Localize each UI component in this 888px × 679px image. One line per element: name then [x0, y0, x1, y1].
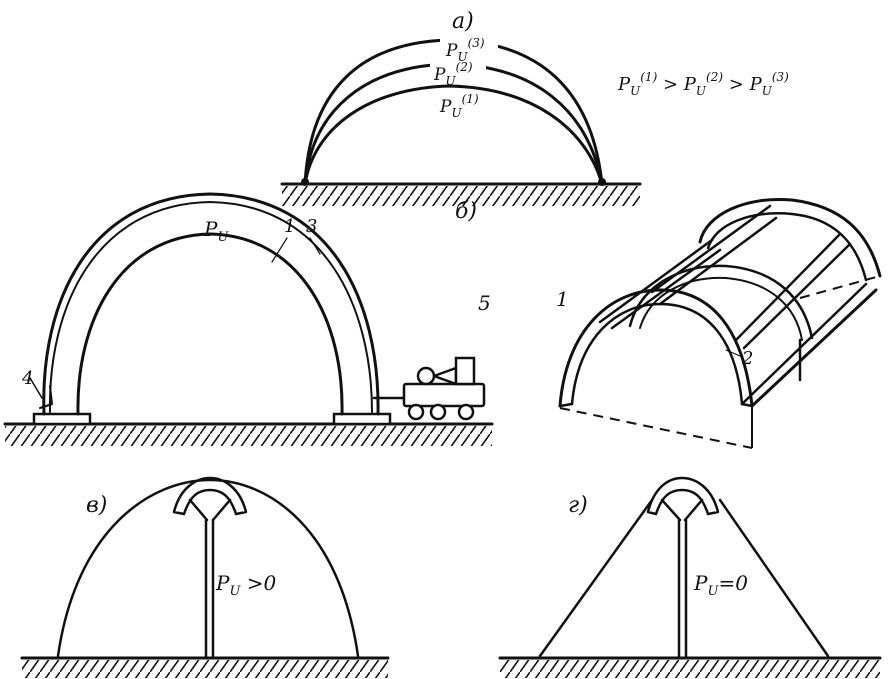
callout-3: 3	[306, 216, 317, 237]
wheel-3	[457, 403, 475, 421]
arch-foot-right	[598, 178, 606, 186]
mast-head-g	[646, 476, 720, 516]
ground-hatch-b	[5, 426, 492, 446]
frame-base-back	[799, 275, 881, 299]
tunnel-frame: 1 2	[556, 197, 882, 449]
pressure-label-b: PU	[203, 217, 229, 245]
arch-foot-left	[301, 178, 309, 186]
arch-inner-skin	[76, 232, 344, 416]
foundation-right	[332, 412, 392, 426]
ground-hatch-v	[22, 660, 388, 678]
motor	[416, 366, 436, 386]
panel-b: б) PU 1 3 4 5	[3, 192, 494, 446]
callout-5: 5	[478, 291, 491, 315]
arch-outer-skin	[42, 192, 380, 416]
panel-b-label: б)	[455, 199, 477, 224]
frame-front-arch-inner	[570, 302, 744, 406]
dome-envelope-v	[56, 478, 360, 658]
callout-2: 2	[741, 348, 753, 369]
arch-p1	[303, 84, 604, 186]
callout-1-frame: 1	[556, 287, 569, 311]
panel-g: г) PU=0	[498, 476, 882, 678]
wheel-1	[407, 403, 425, 421]
panel-v-label: в)	[86, 493, 107, 518]
blower-unit	[372, 356, 486, 421]
panel-v: в) PU >0	[20, 476, 390, 678]
ground-hatch-g	[500, 660, 880, 678]
arch-outer-skin-inner	[48, 201, 373, 413]
tent-side-right	[718, 498, 830, 658]
anchor-4	[39, 385, 53, 409]
label-p1: PU(1)	[439, 92, 479, 120]
foundation-left	[32, 412, 92, 426]
condition-g: PU=0	[693, 571, 748, 599]
label-p2: PU(2)	[433, 60, 473, 88]
condition-v: PU >0	[215, 571, 277, 599]
blower-housing	[454, 356, 476, 386]
panel-g-label: г)	[568, 493, 588, 518]
callout-1-arch: 1	[284, 216, 295, 237]
frame-middle-arch	[628, 264, 814, 340]
panel-a-label: a)	[452, 9, 474, 34]
frame-middle-arch-inner	[639, 276, 803, 341]
frame-base-front	[559, 407, 753, 449]
blower-fan	[432, 366, 458, 386]
frame-front-arch-outer	[558, 288, 754, 408]
wheel-2	[429, 403, 447, 421]
frame-back-arch-outer	[698, 197, 882, 278]
cart-body	[402, 382, 486, 408]
label-p3: PU(3)	[445, 36, 485, 64]
tent-side-left	[538, 498, 654, 658]
callout-4: 4	[21, 368, 33, 389]
mast-head-v	[172, 476, 248, 516]
panel-a: a) PU(3) PU(2) PU(1) PU(1) > PU(2) > PU(…	[280, 9, 789, 206]
pressure-inequality: PU(1) > PU(2) > PU(3)	[617, 70, 789, 98]
ground-hatch-a	[282, 186, 640, 206]
frame-back-arch-inner	[706, 212, 868, 282]
